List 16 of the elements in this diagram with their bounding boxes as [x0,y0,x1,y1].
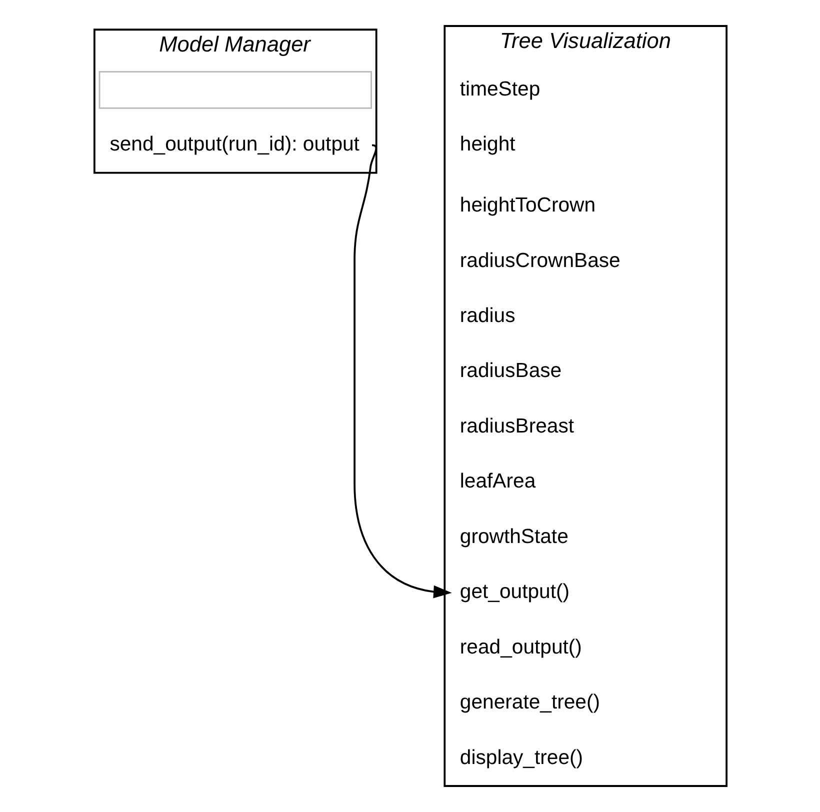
node-text: leafArea [459,470,536,493]
node-text: height [459,134,515,156]
node-box [98,71,372,109]
node-text: growthState [459,526,568,548]
node-text: send_output(run_id): output [109,134,359,156]
node-text: radius [459,305,515,328]
node-text: radiusCrownBase [459,250,620,272]
arrow [353,144,452,598]
node-text: heightToCrown [459,194,596,217]
node-text: read_output() [459,636,582,658]
node-text: get_output() [459,581,570,604]
node-text: radiusBase [459,360,562,382]
node-text: display_tree() [459,746,583,769]
node-text: radiusBreast [459,415,574,438]
node-text: generate_tree() [459,692,600,714]
node-text: timeStep [459,78,540,100]
